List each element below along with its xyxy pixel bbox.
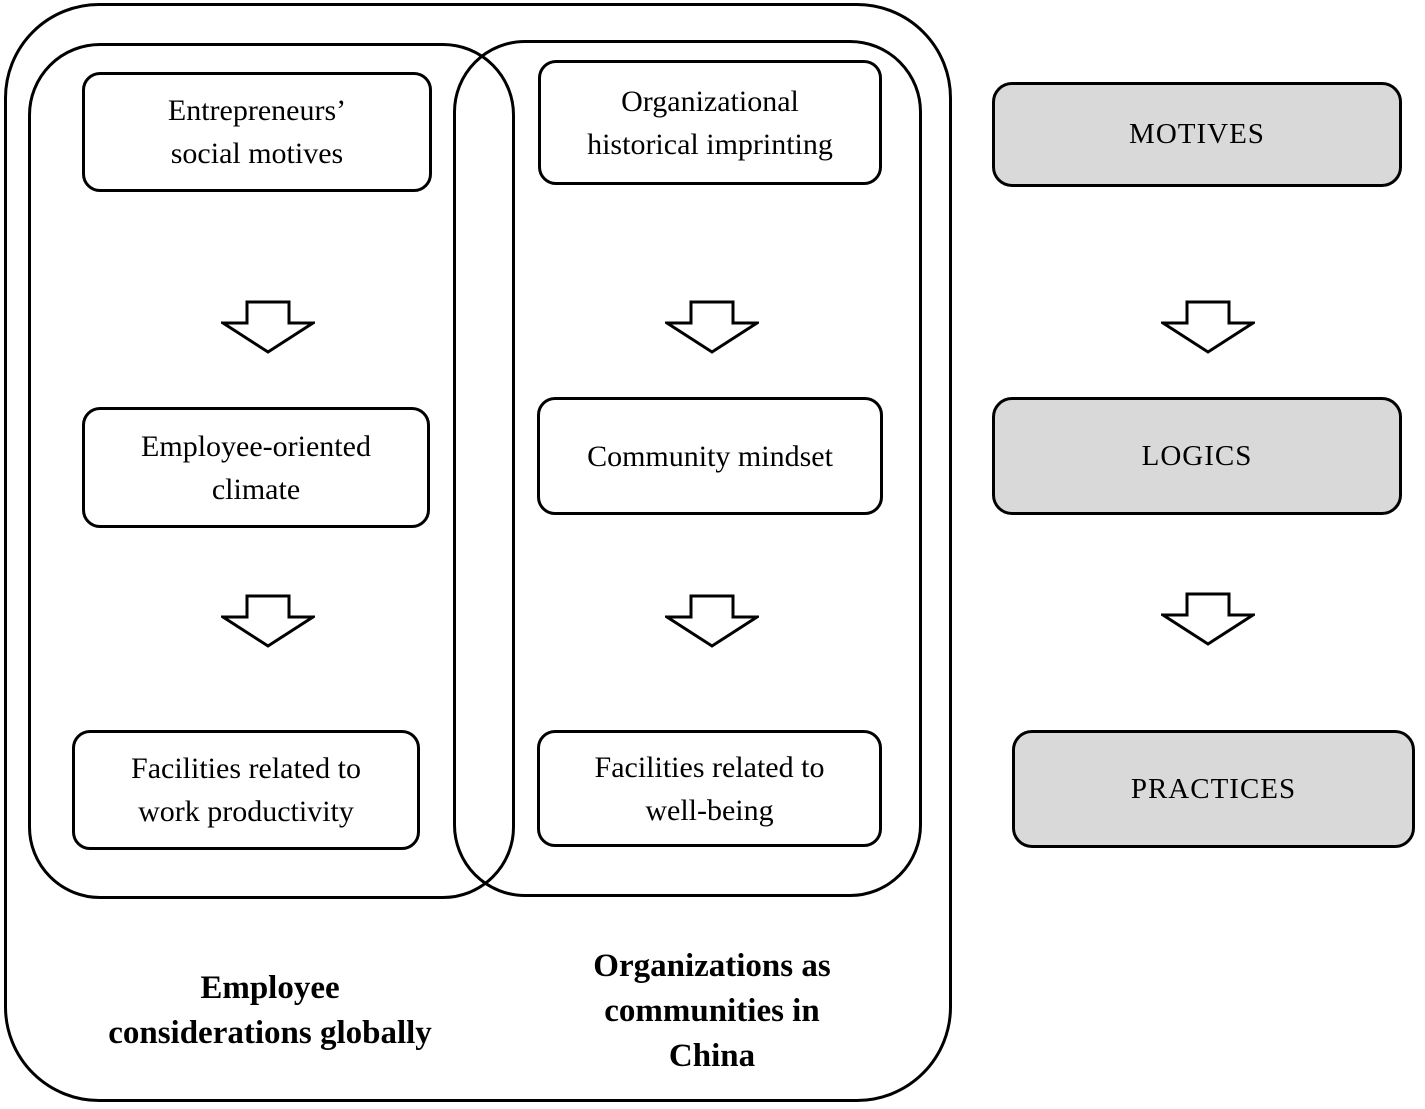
- employee-considerations-group-outline: [28, 43, 515, 899]
- down-arrow-icon: [1161, 592, 1255, 646]
- overall-boundary-outline: [4, 3, 952, 1102]
- box-facilities-well-being: Facilities related to well-being: [537, 730, 882, 847]
- box-community-mindset: Community mindset: [537, 397, 883, 515]
- box-entrepreneurs-social-motives: Entrepreneurs’ social motives: [82, 72, 432, 192]
- stage-box-practices: PRACTICES: [1012, 730, 1415, 848]
- stage-box-motives: MOTIVES: [992, 82, 1402, 187]
- box-organizational-historical-imprinting: Organizational historical imprinting: [538, 60, 882, 185]
- down-arrow-icon: [665, 300, 759, 354]
- box-employee-oriented-climate: Employee-oriented climate: [82, 407, 430, 528]
- down-arrow-icon: [221, 594, 315, 648]
- stage-box-logics: LOGICS: [992, 397, 1402, 515]
- caption-organizations-as-communities-in-china: Organizations as communities in China: [593, 948, 831, 1074]
- caption-employee-considerations-globally: Employee considerations globally: [108, 970, 432, 1051]
- down-arrow-icon: [1161, 300, 1255, 354]
- down-arrow-icon: [665, 594, 759, 648]
- down-arrow-icon: [221, 300, 315, 354]
- box-facilities-work-productivity: Facilities related to work productivity: [72, 730, 420, 850]
- china-communities-group-outline: [453, 40, 922, 897]
